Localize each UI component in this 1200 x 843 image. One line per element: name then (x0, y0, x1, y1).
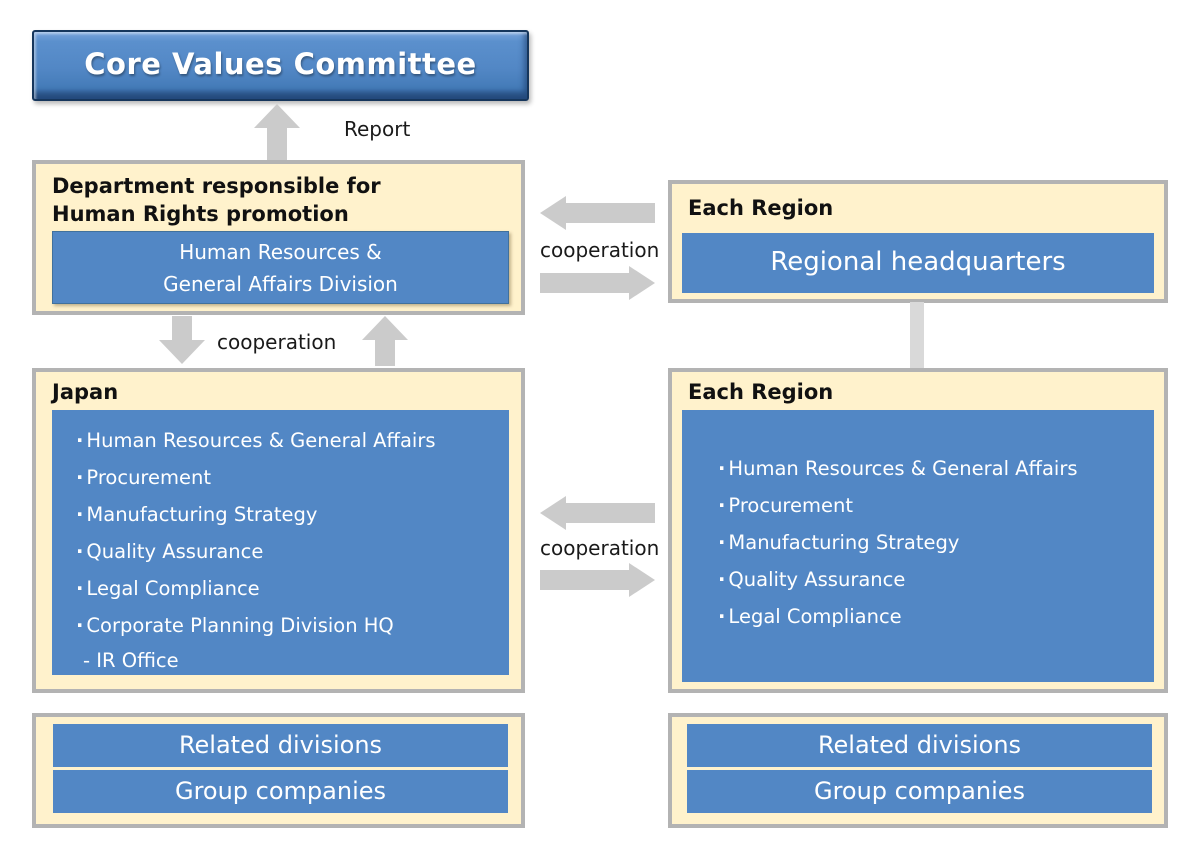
core-values-committee-box: Core Values Committee (32, 30, 529, 101)
arrow-head (159, 340, 205, 364)
cooperation-label-vertical: cooperation (217, 330, 337, 354)
list-item: Quality Assurance (76, 533, 501, 570)
arrow-stem (540, 273, 629, 293)
list-item: Manufacturing Strategy (718, 524, 1146, 561)
related-divisions-bar: Related divisions (53, 724, 508, 767)
list-item: Quality Assurance (718, 561, 1146, 598)
hr-general-affairs-division-box: Human Resources & General Affairs Divisi… (52, 231, 509, 304)
related-group-panel-right: Related divisions Group companies (668, 713, 1168, 828)
department-panel-title: Department responsible for Human Rights … (36, 164, 521, 228)
arrow-head (540, 496, 566, 530)
list-item: Human Resources & General Affairs (718, 450, 1146, 487)
each-region-bottom-panel: Each Region Human Resources & General Af… (668, 368, 1168, 693)
cooperation-up-arrow-icon (362, 316, 408, 366)
report-up-arrow-icon (254, 104, 300, 161)
list-item: Legal Compliance (76, 570, 501, 607)
group-companies-bar: Group companies (687, 770, 1152, 813)
japan-panel-title: Japan (52, 380, 119, 404)
cooperation-label-mid: cooperation (540, 536, 660, 560)
list-item: Corporate Planning Division HQ (76, 607, 501, 644)
cooperation-left-arrow-top-icon (540, 196, 655, 230)
arrow-head (362, 316, 408, 340)
department-title-line1: Department responsible for (52, 174, 381, 198)
department-title-line2: Human Rights promotion (52, 202, 349, 226)
region-division-list: Human Resources & General Affairs Procur… (682, 410, 1154, 635)
arrow-stem (375, 340, 395, 366)
each-region-top-panel: Each Region Regional headquarters (668, 180, 1168, 303)
cooperation-label-top: cooperation (540, 238, 660, 262)
list-subitem: - IR Office (83, 649, 179, 672)
group-companies-bar: Group companies (53, 770, 508, 813)
region-divisions-box: Human Resources & General Affairs Procur… (682, 410, 1154, 682)
japan-divisions-box: Human Resources & General Affairs Procur… (52, 410, 509, 675)
japan-division-list: Human Resources & General Affairs Procur… (52, 410, 509, 677)
department-panel: Department responsible for Human Rights … (32, 160, 525, 315)
list-item: Procurement (76, 459, 501, 496)
list-item: Manufacturing Strategy (76, 496, 501, 533)
regional-headquarters-box: Regional headquarters (682, 233, 1154, 293)
arrow-stem (540, 570, 629, 590)
division-line2: General Affairs Division (163, 272, 398, 296)
division-line1: Human Resources & (179, 240, 382, 264)
related-group-panel-left: Related divisions Group companies (32, 713, 525, 828)
cooperation-right-arrow-top-icon (540, 266, 655, 300)
report-label: Report (344, 117, 411, 141)
related-divisions-bar: Related divisions (687, 724, 1152, 767)
regional-hq-connector (910, 302, 924, 368)
arrow-stem (267, 128, 287, 161)
arrow-stem (566, 203, 655, 223)
list-item: Human Resources & General Affairs (76, 422, 501, 459)
list-item: Legal Compliance (718, 598, 1146, 635)
arrow-stem (566, 503, 655, 523)
arrow-stem (172, 316, 192, 340)
arrow-head (629, 266, 655, 300)
cooperation-down-arrow-icon (159, 316, 205, 364)
arrow-head (629, 563, 655, 597)
japan-panel: Japan Human Resources & General Affairs … (32, 368, 525, 693)
cooperation-right-arrow-mid-icon (540, 563, 655, 597)
list-item: Procurement (718, 487, 1146, 524)
arrow-head (254, 104, 300, 128)
each-region-top-title: Each Region (688, 196, 834, 220)
cooperation-left-arrow-mid-icon (540, 496, 655, 530)
arrow-head (540, 196, 566, 230)
each-region-bottom-title: Each Region (688, 380, 834, 404)
